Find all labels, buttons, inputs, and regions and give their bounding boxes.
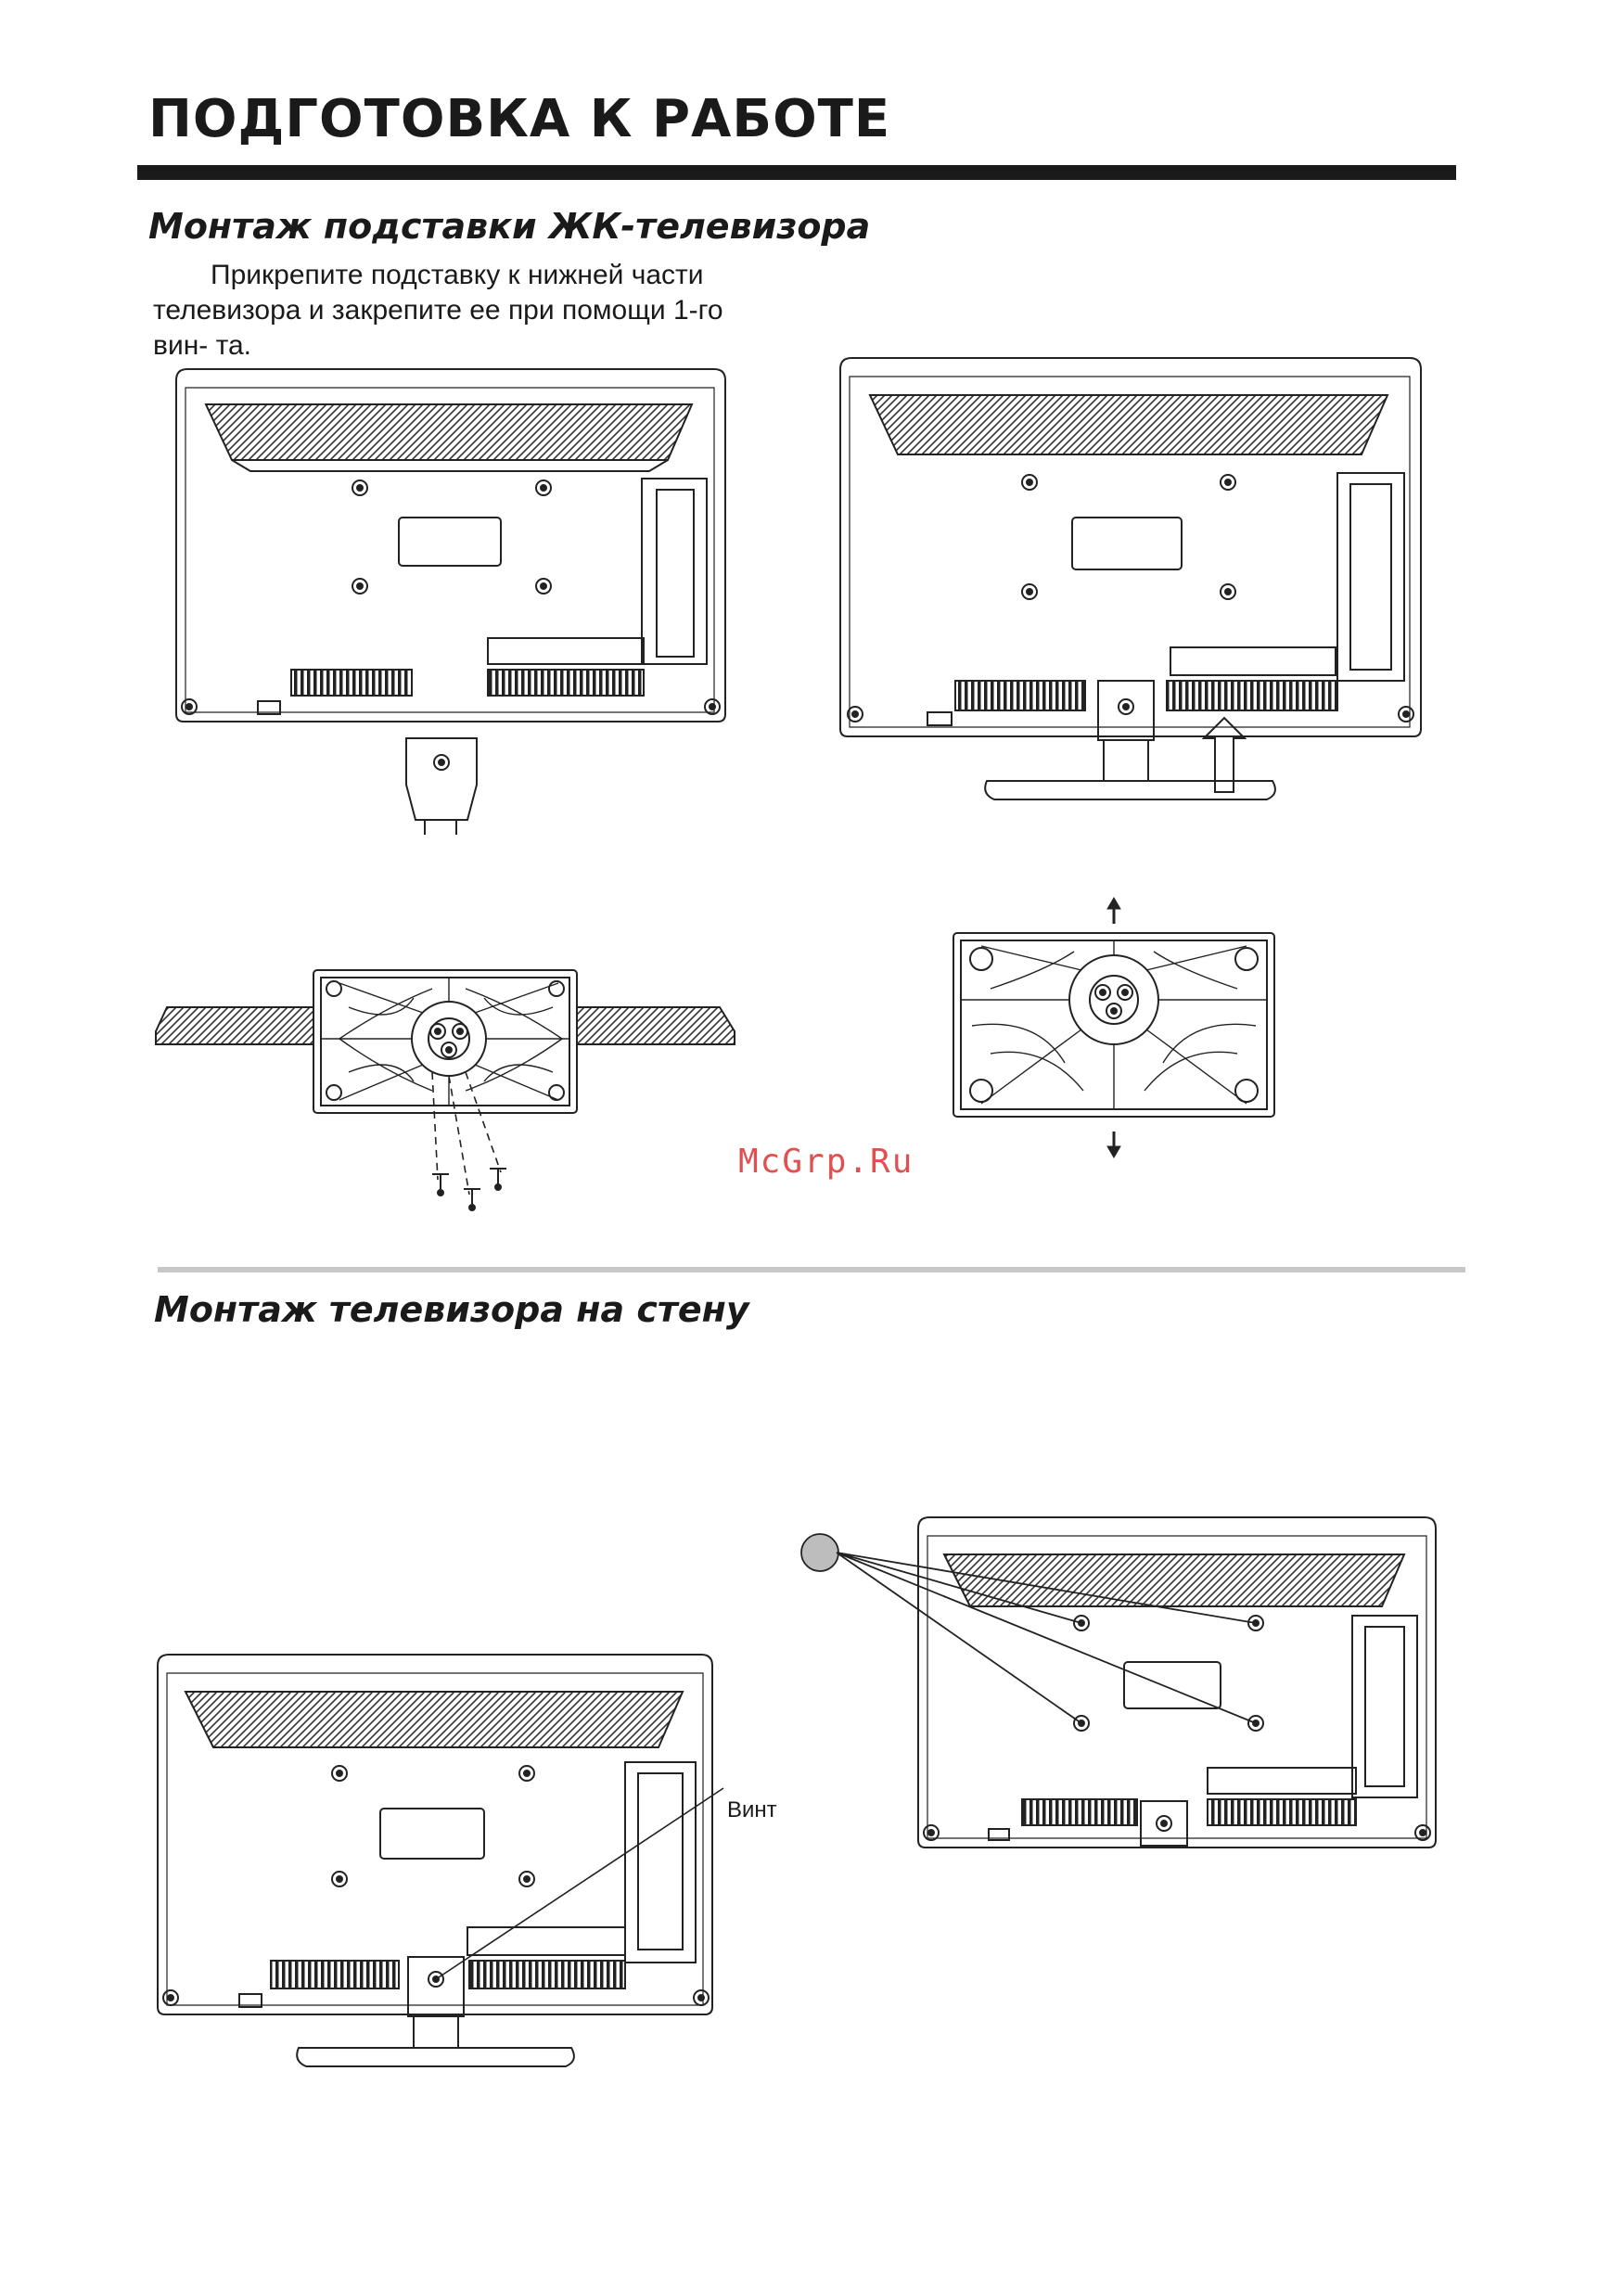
screw-label: Винт (727, 1797, 777, 1823)
stand-neck-illustration (406, 738, 477, 835)
stand-base-bottom-right (953, 933, 1274, 1117)
tv-back-illustration-4 (918, 1517, 1436, 1848)
wall-section-heading: Монтаж телевизора на стену (154, 1289, 749, 1330)
tv-back-illustration-1 (176, 369, 725, 722)
tv-back-illustration-3 (158, 1655, 723, 2066)
screws-illustration (432, 1169, 506, 1210)
stand-base-bottom-left (156, 970, 735, 1195)
direction-arrows (1107, 898, 1120, 1157)
tv-back-illustration-2 (840, 358, 1421, 799)
watermark: McGrp.Ru (738, 1143, 914, 1181)
section-separator (158, 1267, 1465, 1272)
